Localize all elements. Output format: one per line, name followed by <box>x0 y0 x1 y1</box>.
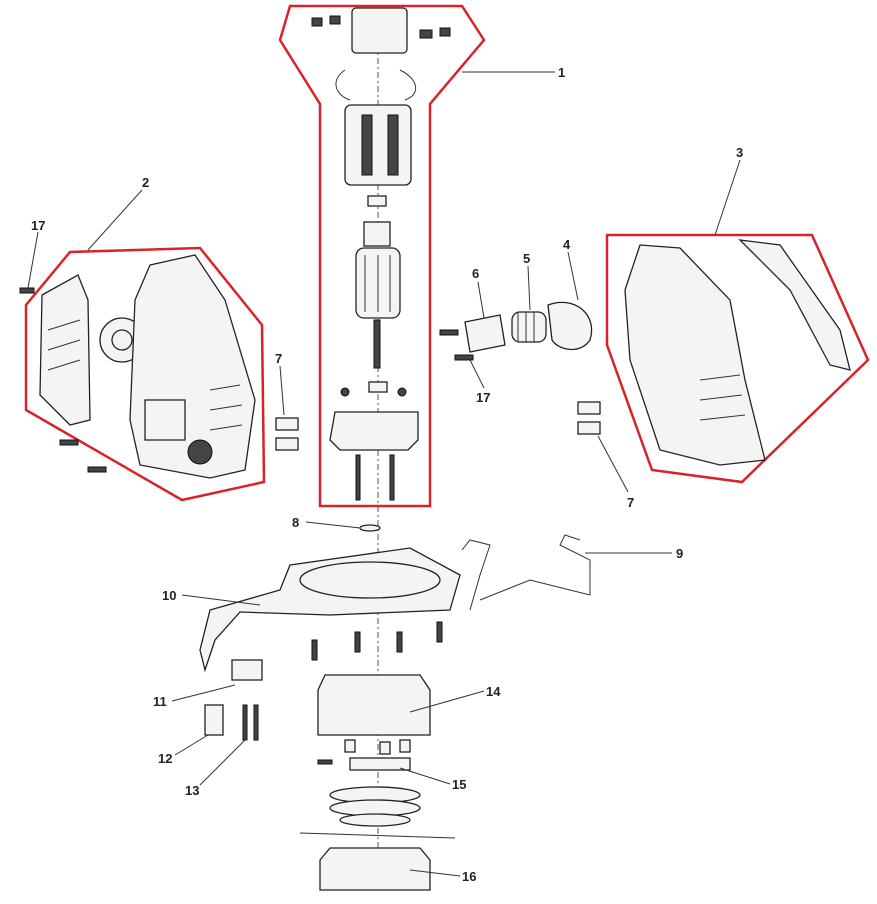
brush-holder-parts <box>439 301 593 361</box>
group-outline-motor <box>278 4 486 508</box>
callout-6: 6 <box>472 266 479 281</box>
callout-16: 16 <box>462 869 476 884</box>
callout-4: 4 <box>563 237 571 252</box>
callout-17-center: 17 <box>476 390 490 405</box>
callout-2: 2 <box>142 175 149 190</box>
right-housing <box>624 239 851 466</box>
callout-5: 5 <box>523 251 530 266</box>
callout-10: 10 <box>162 588 176 603</box>
left-housing <box>19 254 256 479</box>
group-outline-right-housing <box>605 233 870 484</box>
callout-7-right: 7 <box>627 495 634 510</box>
callout-14: 14 <box>486 684 501 699</box>
callout-1: 1 <box>558 65 565 80</box>
carbon-brush <box>577 421 601 435</box>
callout-15: 15 <box>452 777 466 792</box>
motor-assembly <box>311 7 451 501</box>
carbon-brush <box>275 417 299 431</box>
callout-7-left: 7 <box>275 351 282 366</box>
callout-9: 9 <box>676 546 683 561</box>
callout-3: 3 <box>736 145 743 160</box>
callout-13: 13 <box>185 783 199 798</box>
carbon-brush <box>577 401 601 415</box>
carbon-brush <box>275 437 299 451</box>
group-outline-left-housing <box>24 246 266 502</box>
callout-11: 11 <box>153 694 167 709</box>
leader-lines <box>27 71 741 877</box>
callout-17-left: 17 <box>31 218 45 233</box>
callout-8: 8 <box>292 515 299 530</box>
lower-assembly <box>199 524 591 891</box>
callout-12: 12 <box>158 751 172 766</box>
